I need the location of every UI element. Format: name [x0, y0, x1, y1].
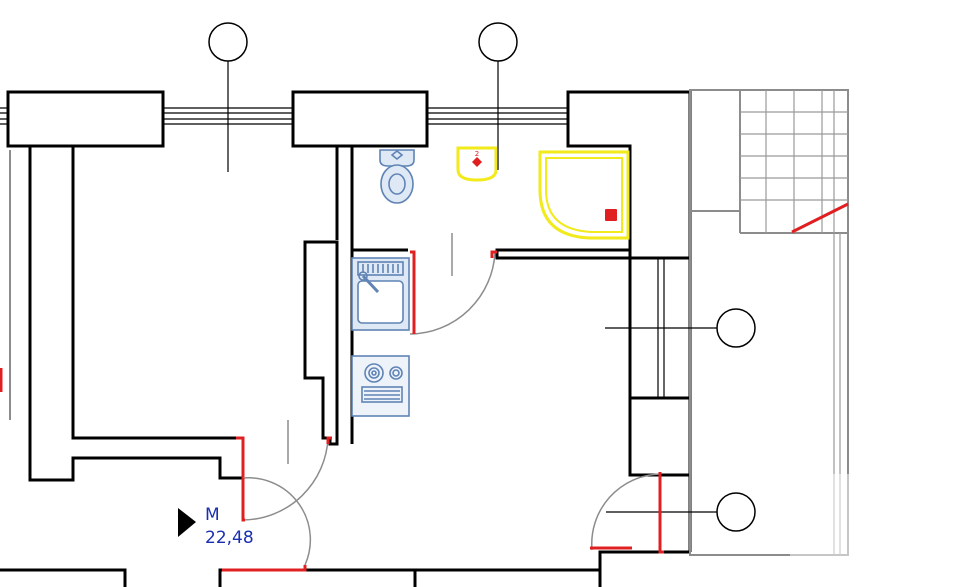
grid-axis-4	[606, 492, 756, 532]
shower-tray-icon	[538, 150, 630, 240]
stairwell	[689, 89, 849, 556]
room-label: M 22,48	[178, 505, 254, 548]
washbasin-mark: 2	[475, 150, 479, 158]
door-stairwell	[590, 472, 664, 554]
grid-axis-2	[478, 22, 518, 170]
door-left-room	[236, 420, 332, 521]
room-code: M	[205, 505, 220, 525]
bath-bottom-wall-right	[495, 248, 632, 260]
grid-axis-3	[605, 308, 756, 348]
cooktop-icon	[351, 355, 410, 417]
left-room-wall-outer	[28, 146, 243, 482]
toilet-icon	[379, 149, 415, 204]
right-wall-pier	[628, 396, 692, 477]
room-area: 22,48	[205, 528, 254, 548]
kitchen-sink-icon	[351, 257, 410, 331]
bottom-wall-right	[598, 550, 690, 587]
grid-axis-1	[208, 22, 248, 172]
door-bathroom	[409, 233, 497, 335]
washbasin-icon: 2	[456, 146, 498, 182]
room-marker-icon	[178, 508, 196, 537]
wall-pier-1	[6, 90, 165, 148]
bottom-wall-middle	[218, 568, 602, 587]
door-entrance	[222, 477, 312, 572]
bottom-wall-left	[0, 568, 127, 587]
wall-pier-2	[291, 90, 429, 148]
edge-fade	[790, 474, 850, 586]
left-room-wall-inner	[71, 146, 243, 440]
partition-column	[303, 240, 339, 446]
